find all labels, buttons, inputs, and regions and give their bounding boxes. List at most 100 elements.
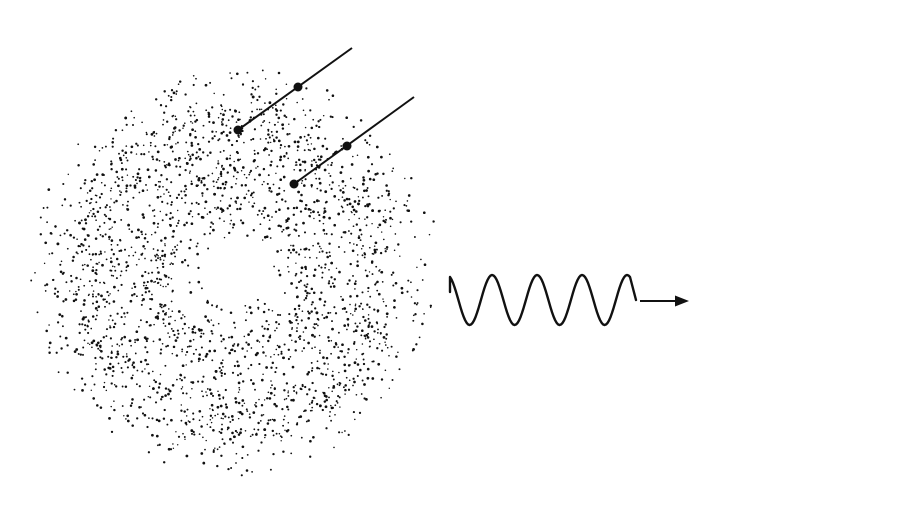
cloud-dot [366,203,369,207]
cloud-dot [328,172,330,175]
cloud-dot [310,211,312,214]
cloud-dot [243,355,247,358]
cloud-dot [311,367,314,370]
cloud-dot [377,196,380,199]
cloud-dot [74,219,76,222]
cloud-dot [119,274,122,277]
cloud-dot [110,274,113,277]
cloud-dot [136,144,139,147]
cloud-dot [169,194,172,197]
cloud-dot [125,184,129,188]
cloud-dot [265,137,267,140]
cloud-dot [181,350,183,353]
cloud-dot [299,136,302,139]
cloud-dot [261,69,264,72]
cloud-dot [267,308,270,311]
cloud-dot [43,262,46,265]
cloud-dot [315,161,317,164]
cloud-dot [376,280,379,284]
cloud-dot [370,325,374,328]
cloud-dot [200,181,203,184]
cloud-dot [361,182,365,186]
cloud-dot [77,143,80,146]
cloud-dot [197,212,200,216]
cloud-dot [135,153,138,155]
cloud-dot [321,408,324,412]
cloud-dot [294,164,297,166]
cloud-dot [321,271,324,274]
cloud-dot [358,217,361,220]
cloud-dot [263,216,266,219]
cloud-dot [110,160,113,163]
cloud-dot [360,334,363,337]
cloud-dot [270,190,273,193]
cloud-dot [368,340,372,343]
cloud-dot [192,412,195,415]
cloud-dot [234,400,238,404]
cloud-dot [189,238,192,242]
cloud-dot [253,153,256,155]
cloud-dot [343,363,347,367]
cloud-dot [91,269,95,272]
cloud-dot [262,414,265,416]
cloud-dot [362,244,364,247]
cloud-dot [167,388,170,391]
cloud-dot [91,284,93,287]
cloud-dot [222,338,225,341]
cloud-dot [130,230,134,233]
cloud-dot [44,290,47,292]
cloud-dot [202,332,205,335]
cloud-dot [184,184,187,188]
cloud-dot [201,177,204,180]
cloud-dot [237,381,241,385]
cloud-dot [165,105,168,108]
cloud-dot [161,262,164,265]
cloud-dot [63,232,66,235]
cloud-dot [138,385,141,388]
cloud-dot [246,71,249,74]
cloud-dot [191,381,195,384]
cloud-dot [77,244,80,248]
cloud-dot [327,363,329,365]
cloud-dot [95,219,97,222]
cloud-dot [278,208,281,211]
cloud-dot [264,147,267,151]
cloud-dot [235,150,239,154]
cloud-dot [169,448,173,451]
cloud-dot [188,281,191,284]
cloud-dot [206,301,209,304]
cloud-dot [296,327,298,329]
cloud-dot [301,350,303,352]
cloud-dot [167,283,169,286]
cloud-dot [368,144,371,146]
cloud-dot [282,450,285,453]
cloud-dot [317,120,320,123]
cloud-dot [349,295,352,298]
cloud-dot [385,184,388,187]
cloud-dot [244,184,247,187]
cloud-dot [135,383,138,386]
cloud-dot [383,325,386,329]
cloud-dot [273,353,275,356]
cloud-dot [119,238,122,242]
cloud-dot [212,449,215,452]
cloud-dot [130,294,134,297]
cloud-dot [275,200,278,204]
cloud-dot [84,178,87,182]
cloud-dot [294,274,297,277]
cloud-dot [213,185,215,188]
cloud-dot [148,417,150,419]
cloud-dot [90,389,93,392]
cloud-dot [125,355,128,358]
cloud-dot [352,225,355,228]
cloud-dot [346,203,349,206]
cloud-dot [361,379,364,382]
cloud-dot [269,468,272,471]
cloud-dot [196,242,199,245]
cloud-dot [197,142,200,146]
cloud-dot [111,374,114,377]
cloud-dot [97,347,100,350]
cloud-dot [295,223,298,226]
cloud-dot [211,394,215,397]
cloud-dot [191,215,194,218]
